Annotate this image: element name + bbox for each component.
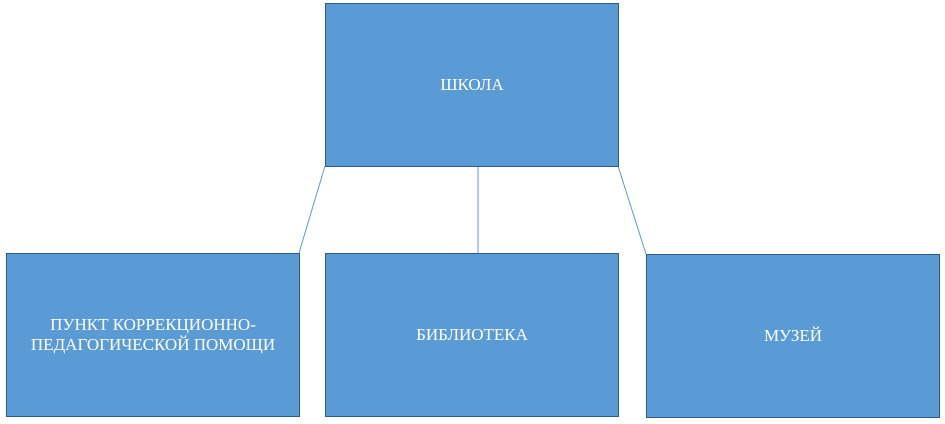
node-correction-point: ПУНКТ КОРРЕКЦИОННО-ПЕДАГОГИЧЕСКОЙ ПОМОЩИ: [6, 253, 300, 417]
node-school: ШКОЛА: [325, 3, 619, 167]
node-label: ПУНКТ КОРРЕКЦИОННО-ПЕДАГОГИЧЕСКОЙ ПОМОЩИ: [30, 315, 276, 354]
node-label: БИБЛИОТЕКА: [416, 325, 528, 344]
connector-left: [298, 165, 326, 254]
node-label: ШКОЛА: [440, 75, 504, 94]
node-museum: МУЗЕЙ: [646, 254, 940, 418]
node-label: МУЗЕЙ: [763, 326, 823, 345]
connector-right: [617, 165, 647, 255]
node-library: БИБЛИОТЕКА: [325, 253, 619, 417]
